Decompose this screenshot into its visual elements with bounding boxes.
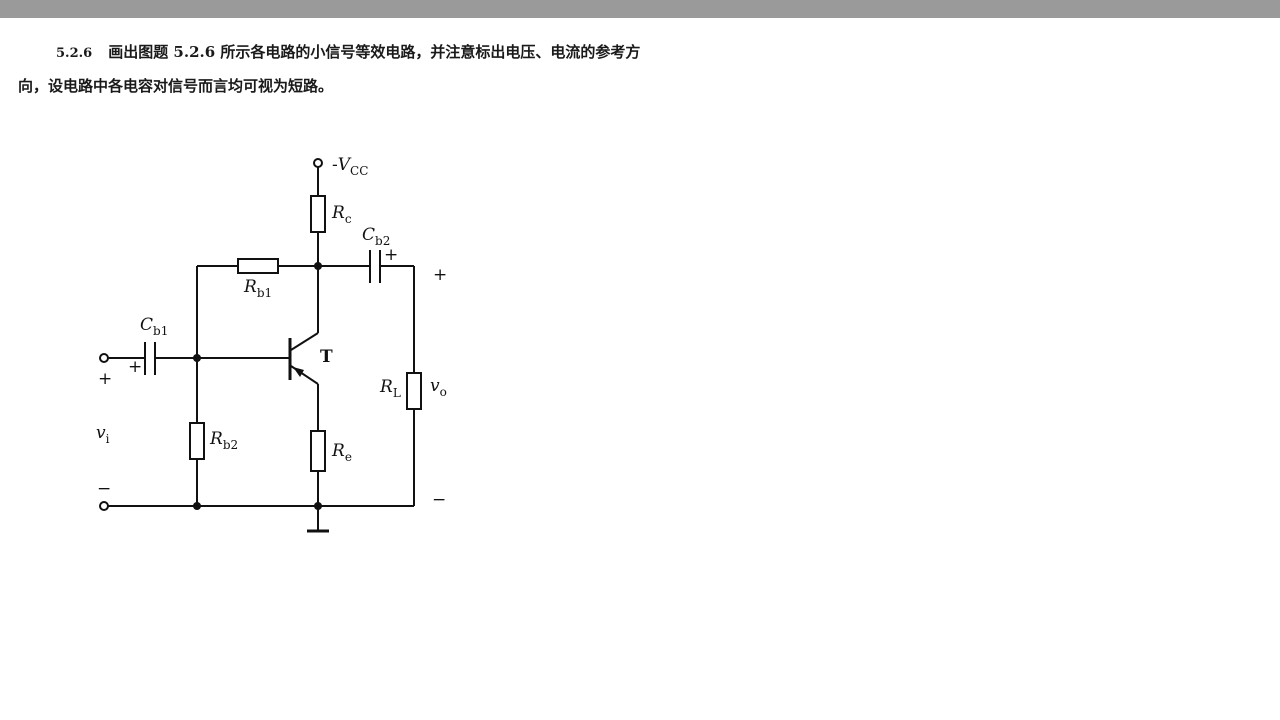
resistor-rb2	[189, 422, 205, 460]
problem-line-1: 画出图题 5.2.6 所示各电路的小信号等效电路，并注意标出电压、电流的参考方	[108, 43, 641, 61]
label-vi-minus: −	[97, 479, 111, 499]
transistor-collector-lead	[290, 332, 319, 351]
resistor-re	[310, 430, 326, 472]
problem-line-2: 向，设电路中各电容对信号而言均可视为短路。	[18, 77, 334, 95]
resistor-rl	[406, 372, 422, 410]
label-vi-plus: +	[98, 369, 112, 389]
resistor-rb1	[237, 258, 279, 274]
label-rc: Rc	[331, 203, 352, 226]
label-vcc: -VCC	[332, 155, 368, 178]
problem-number: 5.2.6	[56, 46, 93, 61]
supply-terminal	[313, 158, 323, 168]
label-vo-minus: −	[432, 490, 446, 510]
junction-dot	[193, 502, 201, 510]
problem-statement: 5.2.6 画出图题 5.2.6 所示各电路的小信号等效电路，并注意标出电压、电流…	[18, 36, 818, 102]
label-vo: vo	[430, 376, 447, 399]
resistor-rc	[310, 195, 326, 233]
junction-dot	[314, 262, 322, 270]
label-vo-plus: +	[433, 265, 447, 285]
label-rb2: Rb2	[209, 429, 238, 452]
input-terminal-bottom	[99, 501, 109, 511]
label-cb2-plus: +	[384, 245, 398, 265]
label-cb2: Cb2	[362, 225, 390, 248]
input-terminal-top	[99, 353, 109, 363]
label-cb1-plus: +	[128, 357, 142, 377]
top-bar	[0, 0, 1280, 18]
label-vi: vi	[96, 423, 110, 446]
junction-dot	[314, 502, 322, 510]
label-cb1: Cb1	[140, 315, 168, 338]
label-rb1: Rb1	[243, 277, 272, 300]
transistor-emitter-arrow-icon	[293, 367, 304, 377]
label-re: Re	[331, 441, 352, 464]
junction-dot	[193, 354, 201, 362]
label-rl: RL	[379, 377, 401, 400]
label-transistor: T	[320, 347, 333, 367]
